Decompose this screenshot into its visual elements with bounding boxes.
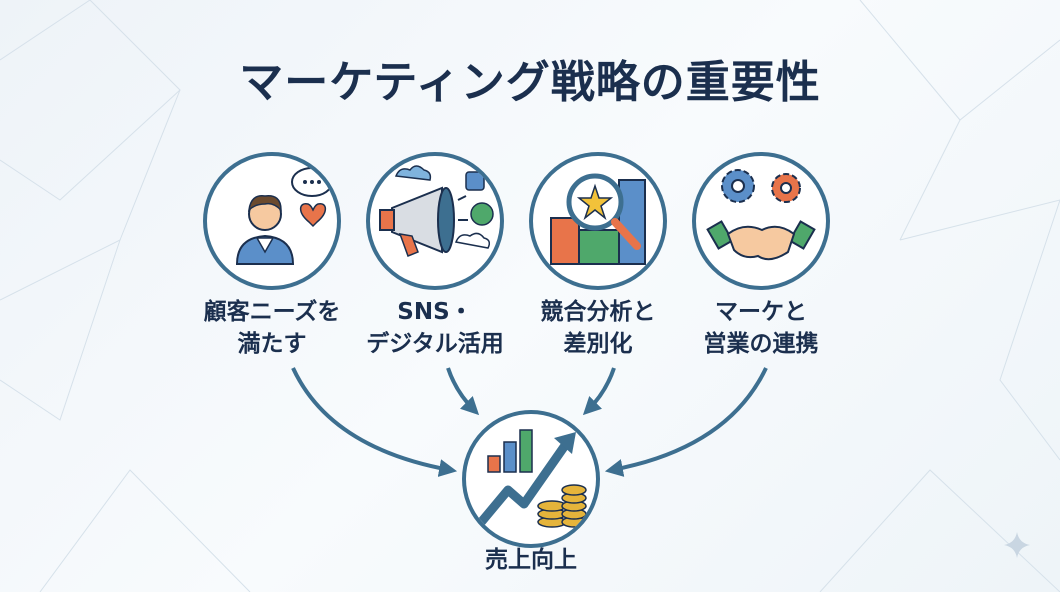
item-label-line1: マーケと [715,299,807,325]
item-label-sns-digital: SNS・ デジタル活用 [345,296,525,360]
item-label-line1: 競合分析と [540,299,656,325]
megaphone-icon [379,165,494,257]
result-label: 売上向上 [485,547,577,573]
item-label-line1: 顧客ニーズを [203,299,341,325]
sales-growth-circle [462,410,600,548]
item-label-line2: デジタル活用 [366,331,504,357]
item-label-marketing-sales: マーケと 営業の連携 [671,296,851,360]
customer-needs-circle [203,152,341,290]
arrow-marketing-sales [604,367,768,477]
arrow-competitor [582,367,616,416]
sns-digital-circle [366,152,504,290]
arrow-customer-needs [291,367,458,477]
sales-growth-icon [474,429,587,529]
customer-needs-icon [235,167,333,265]
page-title: マーケティング戦略の重要性 [239,57,821,108]
competitor-analysis-circle [529,152,667,290]
handshake-gears-icon [706,169,816,261]
item-label-line2: 満たす [237,331,307,357]
competitor-analysis-icon [550,173,646,265]
item-label-line2: 営業の連携 [703,331,819,357]
item-label-competitor: 競合分析と 差別化 [508,296,688,360]
sparkle-icon [1004,532,1030,558]
item-label-line1: SNS・ [397,299,473,325]
item-label-customer-needs: 顧客ニーズを 満たす [182,296,362,360]
arrow-sns-digital [446,367,480,416]
marketing-sales-circle [692,152,830,290]
item-label-line2: 差別化 [563,331,633,357]
